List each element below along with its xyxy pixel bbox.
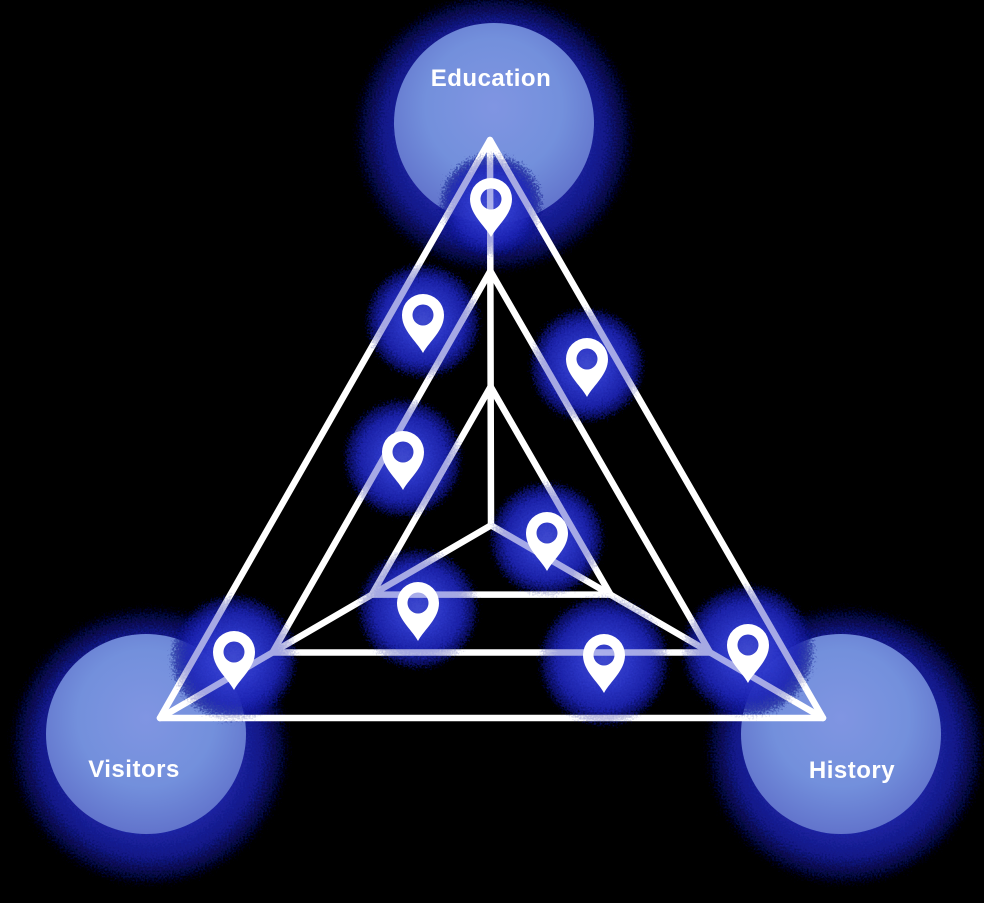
pin-education-axis-glow-tint [439,153,543,257]
pin-mid-left[interactable] [382,431,424,490]
education-label: Education [431,65,552,92]
pin-upper-left[interactable] [402,294,444,353]
category-nodes [10,0,984,886]
grid-outer-triangle [156,136,827,722]
education-node-circle[interactable] [394,23,594,223]
history-label: History [809,757,895,784]
pin-upper-right[interactable] [566,338,608,397]
pin-bottom-left[interactable] [213,631,255,690]
visitors-label: Visitors [88,756,180,783]
pin-lower-mid-left[interactable] [397,582,439,641]
pin-bottom-right-glow-tint [681,584,815,718]
pin-center-glow-tint [489,481,605,597]
pin-bottom-mid[interactable] [583,634,625,693]
pin-upper-right-glow-tint [529,307,645,423]
pin-bottom-mid-glow-tint [538,595,670,727]
pin-bottom-right[interactable] [727,624,769,683]
pin-bottom-left-glow-tint [170,594,298,722]
pin-education-axis[interactable] [470,178,512,237]
pin-upper-left-glow-tint [365,263,481,379]
pin-center[interactable] [526,512,568,571]
pin-glow-tint-layer [170,153,815,727]
pin-lower-mid-left-glow-tint [357,548,479,670]
location-pins [213,178,769,693]
pin-mid-left-glow-tint [343,398,463,518]
